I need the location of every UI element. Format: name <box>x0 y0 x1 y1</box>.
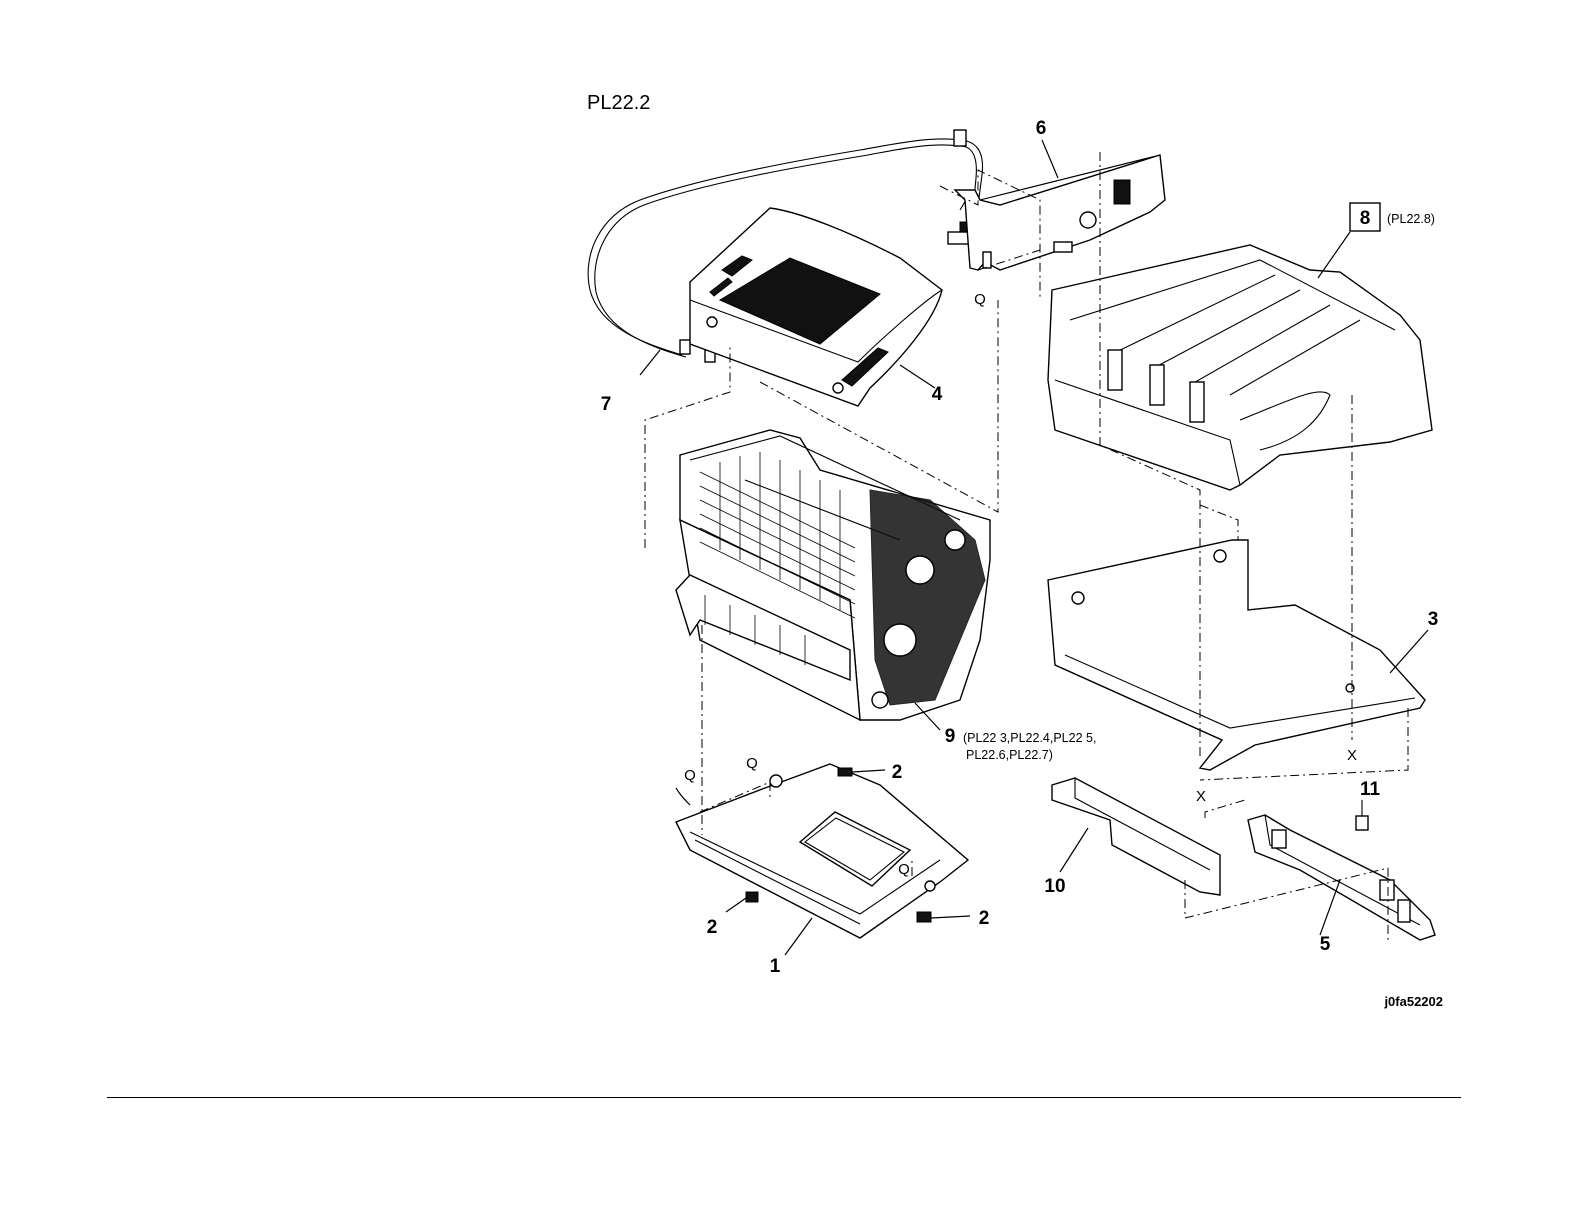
alignment-mark-q: Q <box>746 755 758 772</box>
callout-10: 10 <box>1044 876 1065 897</box>
callout-2a: 2 <box>892 762 903 783</box>
part-11-screw <box>1356 800 1368 830</box>
callout-7: 7 <box>601 394 612 415</box>
part-8-output-cover <box>1048 232 1432 490</box>
alignment-mark-x: X <box>1196 788 1206 805</box>
callout-9: 9 <box>945 726 956 747</box>
part-4-top-cover <box>690 208 942 406</box>
callout-9-reference-line1: (PL22 3,PL22.4,PL22 5, <box>963 731 1096 745</box>
figure-id: j0fa52202 <box>1383 994 1443 1009</box>
alignment-mark-x: X <box>1347 747 1357 764</box>
callout-5: 5 <box>1320 934 1331 955</box>
part-6-bracket <box>955 140 1165 270</box>
part-5-guide <box>1248 815 1435 940</box>
part-9-main-assembly <box>676 430 990 730</box>
alignment-mark-q: Q <box>974 291 986 308</box>
callout-3: 3 <box>1428 609 1439 630</box>
alignment-mark-q: Q <box>684 767 696 784</box>
callout-11: 11 <box>1360 779 1381 800</box>
callout-4: 4 <box>932 384 943 405</box>
footer-divider <box>107 1097 1461 1098</box>
callout-2b: 2 <box>707 917 718 938</box>
callout-2c: 2 <box>979 908 990 929</box>
alignment-mark-q: Q <box>898 861 910 878</box>
callout-6: 6 <box>1036 118 1047 139</box>
callout-8-reference: (PL22.8) <box>1387 212 1435 226</box>
part-10-rail <box>1052 778 1220 895</box>
callout-1: 1 <box>770 956 781 977</box>
part-3-bottom-plate <box>1048 540 1428 770</box>
callout-9-reference-line2: PL22.6,PL22.7) <box>966 748 1053 762</box>
callout-8: 8 <box>1360 208 1371 229</box>
part-1-bottom-tray <box>676 764 968 955</box>
